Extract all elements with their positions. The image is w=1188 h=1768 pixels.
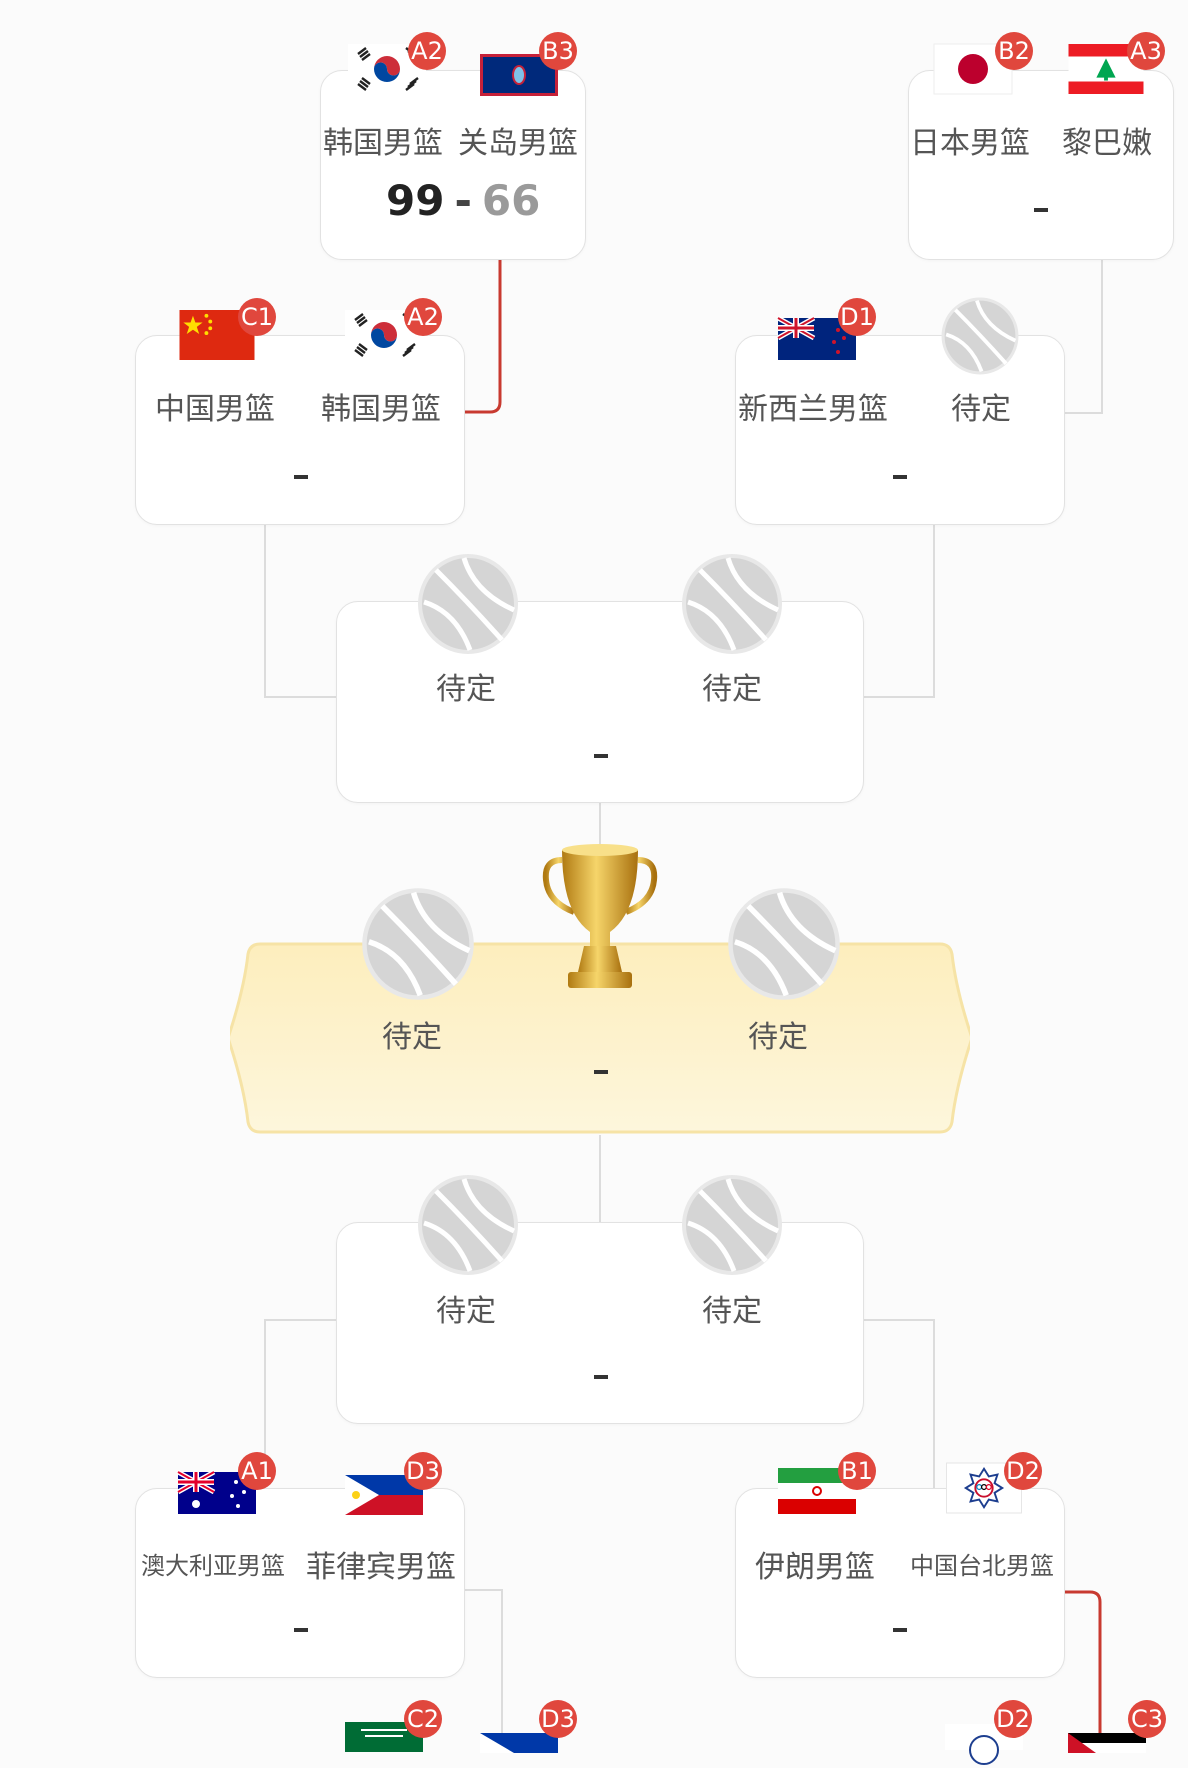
match-card-quarterfinal-right[interactable]: [735, 335, 1065, 525]
score-separator: -: [454, 176, 472, 225]
match-score: [1034, 208, 1048, 212]
basketball-icon: [682, 554, 782, 654]
seed-badge: A2: [404, 298, 442, 336]
trophy-icon: [542, 844, 658, 988]
score-home: 99: [386, 176, 445, 225]
basketball-icon: [418, 554, 518, 654]
guam-flag-icon: [480, 54, 558, 96]
match-card-quarterfinal-bottom-left[interactable]: [135, 1488, 465, 1678]
team-name: 黎巴嫩: [1062, 126, 1152, 161]
basketball-icon: [362, 888, 474, 1000]
team-name: 待定: [436, 1294, 496, 1329]
seed-badge: D1: [838, 298, 876, 336]
seed-badge: D3: [539, 1700, 577, 1738]
basketball-icon: [682, 1175, 782, 1275]
seed-badge: A2: [408, 32, 446, 70]
match-score: [594, 1375, 608, 1379]
seed-badge: B1: [838, 1452, 876, 1490]
match-score: [294, 1628, 308, 1632]
team-name: 韩国男篮: [321, 392, 441, 427]
match-score: [893, 1628, 907, 1632]
team-name: 待定: [436, 672, 496, 707]
match-score: 99-66: [386, 176, 540, 225]
team-name: 待定: [748, 1020, 808, 1055]
match-card-top-left[interactable]: [320, 70, 586, 260]
team-name: 待定: [951, 392, 1011, 427]
philippines-flag-icon: [345, 1475, 423, 1515]
seed-badge: D2: [1004, 1452, 1042, 1490]
team-name: 关岛男篮: [458, 126, 578, 161]
team-name: 韩国男篮: [323, 126, 443, 161]
seed-badge: C3: [1128, 1700, 1166, 1738]
australia-flag-icon: [176, 1469, 256, 1514]
team-name: 日本男篮: [910, 126, 1030, 161]
seed-badge: B2: [995, 32, 1033, 70]
seed-badge: A3: [1127, 32, 1165, 70]
team-name: 新西兰男篮: [738, 392, 888, 427]
match-card-semifinal-bottom[interactable]: [336, 1222, 864, 1424]
seed-badge: A1: [238, 1452, 276, 1490]
iran-flag-icon: [778, 1468, 856, 1514]
chinese-taipei-flag-icon: [946, 1462, 1022, 1514]
basketball-icon: [418, 1175, 518, 1275]
seed-badge: C1: [238, 298, 276, 336]
match-score: [893, 475, 907, 479]
match-card-quarterfinal-bottom-right[interactable]: [735, 1488, 1065, 1678]
japan-flag-icon: [933, 43, 1013, 95]
match-card-quarterfinal-left[interactable]: [135, 335, 465, 525]
match-score: [594, 1070, 608, 1074]
seed-badge: D3: [404, 1452, 442, 1490]
team-name: 澳大利亚男篮: [141, 1552, 285, 1580]
seed-badge: D2: [994, 1700, 1032, 1738]
match-score: [294, 475, 308, 479]
team-name: 待定: [702, 1294, 762, 1329]
match-card-top-right[interactable]: [908, 70, 1174, 260]
team-name: 待定: [382, 1020, 442, 1055]
team-name: 中国男篮: [155, 392, 275, 427]
match-score: [594, 754, 608, 758]
team-name: 菲律宾男篮: [306, 1550, 456, 1585]
basketball-icon: [941, 297, 1019, 375]
team-name: 中国台北男篮: [910, 1552, 1054, 1580]
basketball-icon: [728, 888, 840, 1000]
team-name: 伊朗男篮: [755, 1550, 875, 1585]
seed-badge: C2: [404, 1700, 442, 1738]
score-away: 66: [481, 176, 541, 225]
team-name: 待定: [702, 672, 762, 707]
seed-badge: B3: [539, 32, 577, 70]
match-card-semifinal-top[interactable]: [336, 601, 864, 803]
